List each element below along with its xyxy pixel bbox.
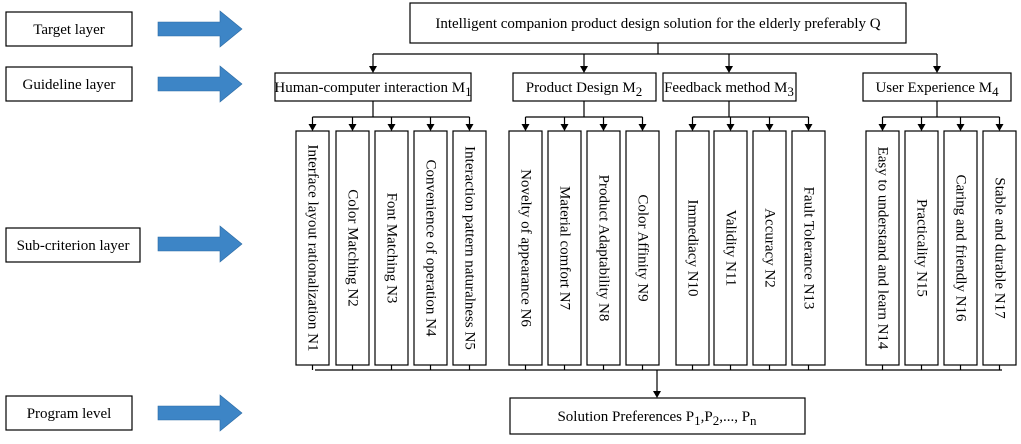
subcriterion-label: Color Matching N2 [345,189,361,307]
layer-program-box [5,395,133,431]
solution-part-1: Solution Preferences P [557,409,694,425]
solution-part-3: ,..., P [719,409,750,425]
subcriterion-label: Caring and friendly N16 [953,174,969,322]
svg-text:Product Design M2: Product Design M2 [526,80,643,99]
subcriterion-label: Immediacy N10 [685,199,701,296]
guideline-m1-label: Human-computer interaction M [274,80,465,96]
subcriterion-box [943,130,978,366]
subcriterion-label: Accuracy N2 [762,208,778,288]
subcriterion-label: Material comfort N7 [557,186,573,311]
target-node: Intelligent companion product design sol… [409,2,907,44]
subcriterion-box [374,130,409,366]
subcriterion-box [675,130,710,366]
svg-text:Feedback method M3: Feedback method M3 [664,80,794,99]
solution-sub-n: n [750,413,757,428]
subcriterion-box [295,130,330,366]
guideline-m4-label: User Experience M [875,80,992,96]
subcriterion-box [586,130,621,366]
subcriterion-label: Interface layout rationalization N1 [305,145,321,352]
guideline-m3-label: Feedback method M [664,80,787,96]
subcriterion-label: Easy to understand and learn N14 [875,147,891,350]
blue-arrow-icon [157,394,243,432]
subcriterion-box [865,130,900,366]
subcriterion-connectors [308,101,1004,370]
svg-text:User Experience M4: User Experience M4 [875,80,999,99]
guideline-m3: Feedback method M3 [662,72,797,102]
target-connectors [369,43,941,73]
subcriterion-box [904,130,939,366]
subcriterion-box [791,130,826,366]
blue-arrow-icon [157,65,243,103]
subcriterion-box [625,130,660,366]
solution-box [509,397,806,435]
solution-node: Solution Preferences P1,P2,..., Pn [509,397,806,435]
layer-target-box [5,11,133,47]
subcriterion-nodes: Interface layout rationalization N1 Color… [295,130,1017,366]
subcriterion-label: Practicality N15 [914,199,930,297]
subcriterion-box [335,130,370,366]
subcriterion-box [982,130,1017,366]
solution-sub-2: 2 [713,413,720,428]
subcriterion-label: Stable and durable N17 [992,177,1008,319]
subcriterion-box [713,130,748,366]
subcriterion-box [547,130,582,366]
layer-guideline-box [5,66,133,102]
guideline-m2-sub: 2 [636,84,643,99]
subcriterion-box [413,130,448,366]
subcriterion-label: Validity N11 [723,210,739,287]
subcriterion-label: Interaction pattern naturalness N5 [462,146,478,350]
blue-arrow-icon [157,10,243,48]
target-label: Intelligent companion product design sol… [435,16,880,32]
guideline-m1: Human-computer interaction M1 [274,72,472,102]
subcriterion-box [508,130,543,366]
subcriterion-label: Novelty of appearance N6 [518,169,534,327]
subcriterion-label: Color Affinity N9 [635,194,651,301]
guideline-m4: User Experience M4 [862,72,1012,102]
guideline-m2: Product Design M2 [512,72,657,102]
subcriterion-label: Product Adaptability N8 [596,175,612,322]
layer-program-label: Program level [27,406,112,422]
subcriterion-label: Font Matching N3 [384,193,400,304]
blue-arrow-icon [157,225,243,263]
guideline-m3-sub: 3 [787,84,794,99]
layer-guideline-label: Guideline layer [23,77,116,93]
subcriterion-label: Fault Tolerance N13 [801,187,817,310]
guideline-m1-sub: 1 [465,84,472,99]
solution-connectors [315,369,1002,398]
subcriterion-label: Convenience of operation N4 [423,159,439,337]
layer-labels: Target layer Guideline layer Sub-criteri… [5,11,141,431]
layer-subcriterion-box [5,227,141,263]
guideline-m2-label: Product Design M [526,80,636,96]
subcriterion-box [452,130,487,366]
layer-subcriterion-label: Sub-criterion layer [17,238,130,254]
svg-text:Human-computer interaction M1: Human-computer interaction M1 [274,80,471,99]
layer-target-label: Target layer [33,22,105,38]
layer-arrows [157,10,243,432]
solution-sub-1: 1 [694,413,701,428]
solution-label: Solution Preferences P1,P2,..., Pn [557,409,757,428]
guideline-nodes: Human-computer interaction M1 Product De… [274,72,1012,102]
guideline-m4-sub: 4 [992,84,999,99]
solution-part-2: ,P [701,409,713,425]
subcriterion-box [752,130,787,366]
